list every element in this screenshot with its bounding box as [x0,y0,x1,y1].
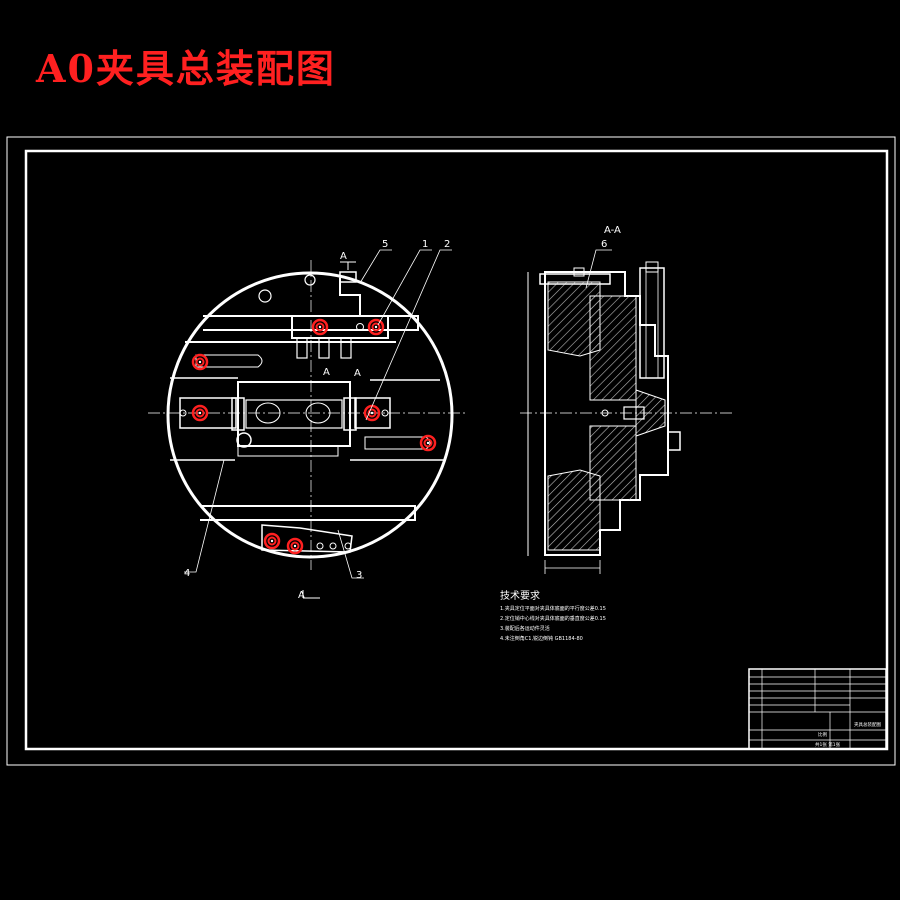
inner-frame [24,149,889,751]
title-block-sheet: 共1张 第1张 [815,741,841,748]
view-mark-mid-left: A [323,367,330,378]
title-block [748,668,887,750]
callout-3: 3 [356,570,362,581]
tech-req-item: 1.夹具定位平面对夹具体底面的平行度公差0.15 [500,605,606,612]
tech-req-item: 2.定位销中心线对夹具体底面的垂直度公差0.15 [500,615,606,622]
view-mark-top: A [340,251,347,262]
title-block-name: 夹具总装配图 [854,721,881,728]
title-block-scale: 比例 [818,731,827,738]
tech-req-heading: 技术要求 [500,589,540,602]
front-view [148,260,465,599]
callout-4: 4 [184,568,190,579]
view-mark-bottom: A [298,590,305,601]
section-label: A-A [604,225,621,236]
callout-1: 1 [422,239,428,250]
view-mark-mid-right: A [354,368,361,379]
page-title: A0夹具总装配图 [36,46,336,91]
outer-frame [6,136,896,766]
callout-5: 5 [382,239,388,250]
section-view [520,261,735,574]
tech-req-item: 4.未注倒角C1,锐边倒钝 GB1184-80 [500,635,583,642]
tech-req-item: 3.装配后各运动件灵活 [500,625,550,632]
leader-lines [184,249,612,579]
callout-2: 2 [444,239,450,250]
callout-6: 6 [601,239,607,250]
